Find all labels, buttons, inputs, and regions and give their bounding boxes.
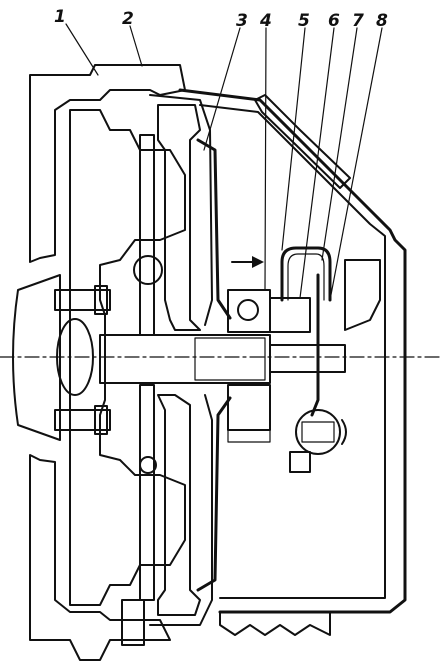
- leader-8: [329, 27, 383, 301]
- clutch-housing-inner: [199, 104, 386, 599]
- pressure-plate-lower: [157, 394, 201, 616]
- damper-spring-upper: [133, 255, 163, 285]
- grease-hose-inner: [287, 253, 325, 301]
- pressure-plate: [157, 104, 201, 331]
- callout-2: 2: [122, 9, 134, 29]
- clutch-housing-flange: [254, 94, 351, 189]
- grease-hose: [280, 246, 332, 302]
- release-bearing-ball: [237, 299, 259, 321]
- clutch-housing: [178, 88, 407, 614]
- lower-housing-block: [227, 429, 271, 443]
- crankshaft-end: [12, 274, 61, 441]
- flywheel-bolt-head-upper: [94, 285, 108, 315]
- fork-shaft: [295, 409, 341, 455]
- driven-disc-friction-upper: [139, 134, 155, 336]
- release-sleeve: [269, 297, 311, 333]
- damper-spring-lower: [139, 456, 157, 474]
- clutch-cover: [149, 94, 213, 326]
- callout-8: 8: [376, 11, 388, 31]
- leader-3: [203, 27, 241, 151]
- driven-disc-friction-lower: [139, 384, 155, 601]
- callout-3: 3: [236, 11, 248, 31]
- callout-1: 1: [54, 7, 66, 27]
- flywheel: [69, 109, 186, 606]
- flywheel-housing: [29, 64, 186, 263]
- fork-shaft-splines: [301, 421, 335, 443]
- callout-7: 7: [352, 11, 364, 31]
- input-shaft: [99, 334, 271, 384]
- fork-pivot-plug: [289, 451, 311, 473]
- flywheel-bolt-upper: [54, 289, 111, 311]
- flywheel-housing-lower: [29, 454, 171, 661]
- clutch-cover-lower: [149, 394, 213, 626]
- leader-5: [281, 27, 306, 251]
- leader-7: [321, 27, 358, 261]
- release-lever: [196, 138, 232, 320]
- callout-4: 4: [259, 11, 272, 31]
- direction-arrow-head: [252, 256, 264, 268]
- callout-5: 5: [298, 11, 310, 31]
- fork-shaft-arrow: [341, 419, 347, 445]
- gearbox-front-cover: [344, 259, 381, 331]
- shaft-extension: [269, 344, 346, 373]
- pilot-bearing: [56, 318, 94, 396]
- release-lever-lower: [196, 396, 232, 592]
- housing-bottom-ribs: [219, 611, 331, 636]
- flywheel-bolt-head-lower: [94, 405, 108, 435]
- leader-2: [129, 25, 143, 67]
- leader-4: [264, 27, 267, 291]
- flywheel-bolt-lower: [54, 409, 111, 431]
- callout-6: 6: [328, 11, 340, 31]
- input-shaft-spline: [194, 337, 266, 381]
- lower-drain-bolt: [121, 599, 145, 646]
- release-bearing: [227, 289, 271, 333]
- leader-1: [65, 23, 99, 76]
- release-bearing-lower: [227, 384, 271, 431]
- leader-6: [299, 27, 335, 299]
